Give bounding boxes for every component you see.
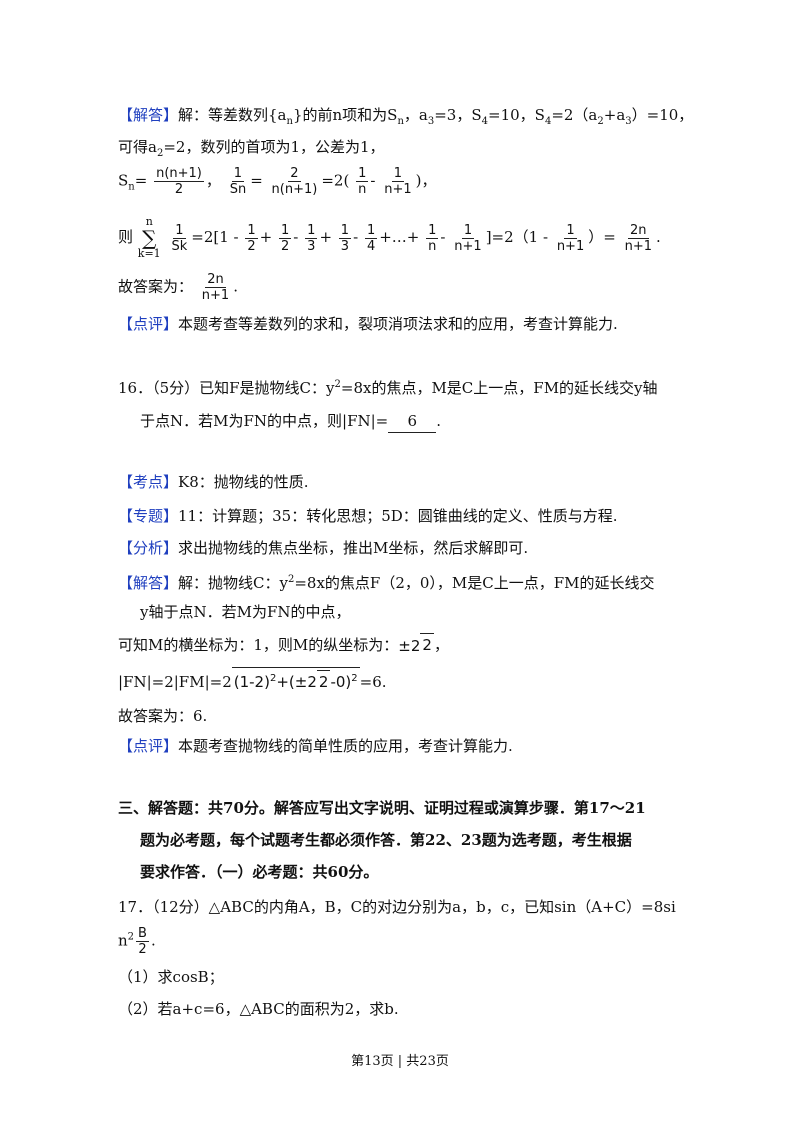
section3-heading-line3: 要求作答．（一）必考题：共60分。 [140, 863, 379, 881]
answer16-zhuanti: 【专题】11：计算题；35：转化思想；5D：圆锥曲线的定义、性质与方程. [118, 507, 618, 525]
answer15-comment: 【点评】本题考查等差数列的求和，裂项消项法求和的应用，考查计算能力. [118, 315, 618, 333]
answer-blank: 6 [388, 410, 437, 433]
answer16-jieda-line2: y轴于点N．若M为FN的中点， [140, 603, 351, 621]
answer16-result: 故答案为：6. [118, 707, 208, 725]
summation-symbol: n∑k=1 [137, 215, 161, 260]
question17-part2: （2）若a+c=6，△ABC的面积为2，求b. [118, 1000, 399, 1018]
answer15-line1: 【解答】解：等差数列{an}的前n项和为Sn，a3=3，S4=10，S4=2（a… [118, 106, 694, 127]
question16-line1: 16．（5分）已知F是抛物线C：y2=8x的焦点，M是C上一点，FM的延长线交y… [118, 379, 658, 397]
comment-tag: 【点评】 [118, 315, 179, 333]
answer-tag: 【解答】 [118, 106, 179, 124]
question17-line1: 17．（12分）△ABC的内角A，B，C的对边分别为a，b，c，已知sin（A+… [118, 898, 676, 916]
square-root: 2 [420, 633, 434, 656]
answer-tag: 【解答】 [118, 574, 179, 592]
zhuanti-tag: 【专题】 [118, 507, 179, 525]
kaodian-tag: 【考点】 [118, 473, 179, 491]
comment-tag: 【点评】 [118, 737, 179, 755]
question16-line2: 于点N．若M为FN的中点，则|FN|=6. [140, 410, 441, 433]
fenxi-tag: 【分析】 [118, 539, 179, 557]
answer16-kaodian: 【考点】K8：抛物线的性质. [118, 473, 309, 491]
section3-heading-line2: 题为必考题，每个试题考生都必须作答．第22、23题为选考题，考生根据 [140, 831, 632, 849]
section3-heading-line1: 三、解答题：共70分。解答应写出文字说明、证明过程或演算步骤．第17～21 [118, 799, 646, 817]
page-footer: 第13页 | 共23页 [351, 1054, 449, 1069]
answer16-comment: 【点评】本题考查抛物线的简单性质的应用，考查计算能力. [118, 737, 513, 755]
square-root: 2 [316, 670, 331, 693]
answer16-jieda-line1: 【解答】解：抛物线C：y2=8x的焦点F（2，0），M是C上一点，FM的延长线交 [118, 574, 655, 592]
answer16-fenxi: 【分析】求出抛物线的焦点坐标，推出M坐标，然后求解即可. [118, 539, 529, 557]
question17-part1: （1）求cosB； [118, 968, 224, 986]
fraction: n(n+1)2 [154, 166, 204, 197]
answer15-line2: 可得a2=2，数列的首项为1，公差为1， [118, 138, 385, 159]
